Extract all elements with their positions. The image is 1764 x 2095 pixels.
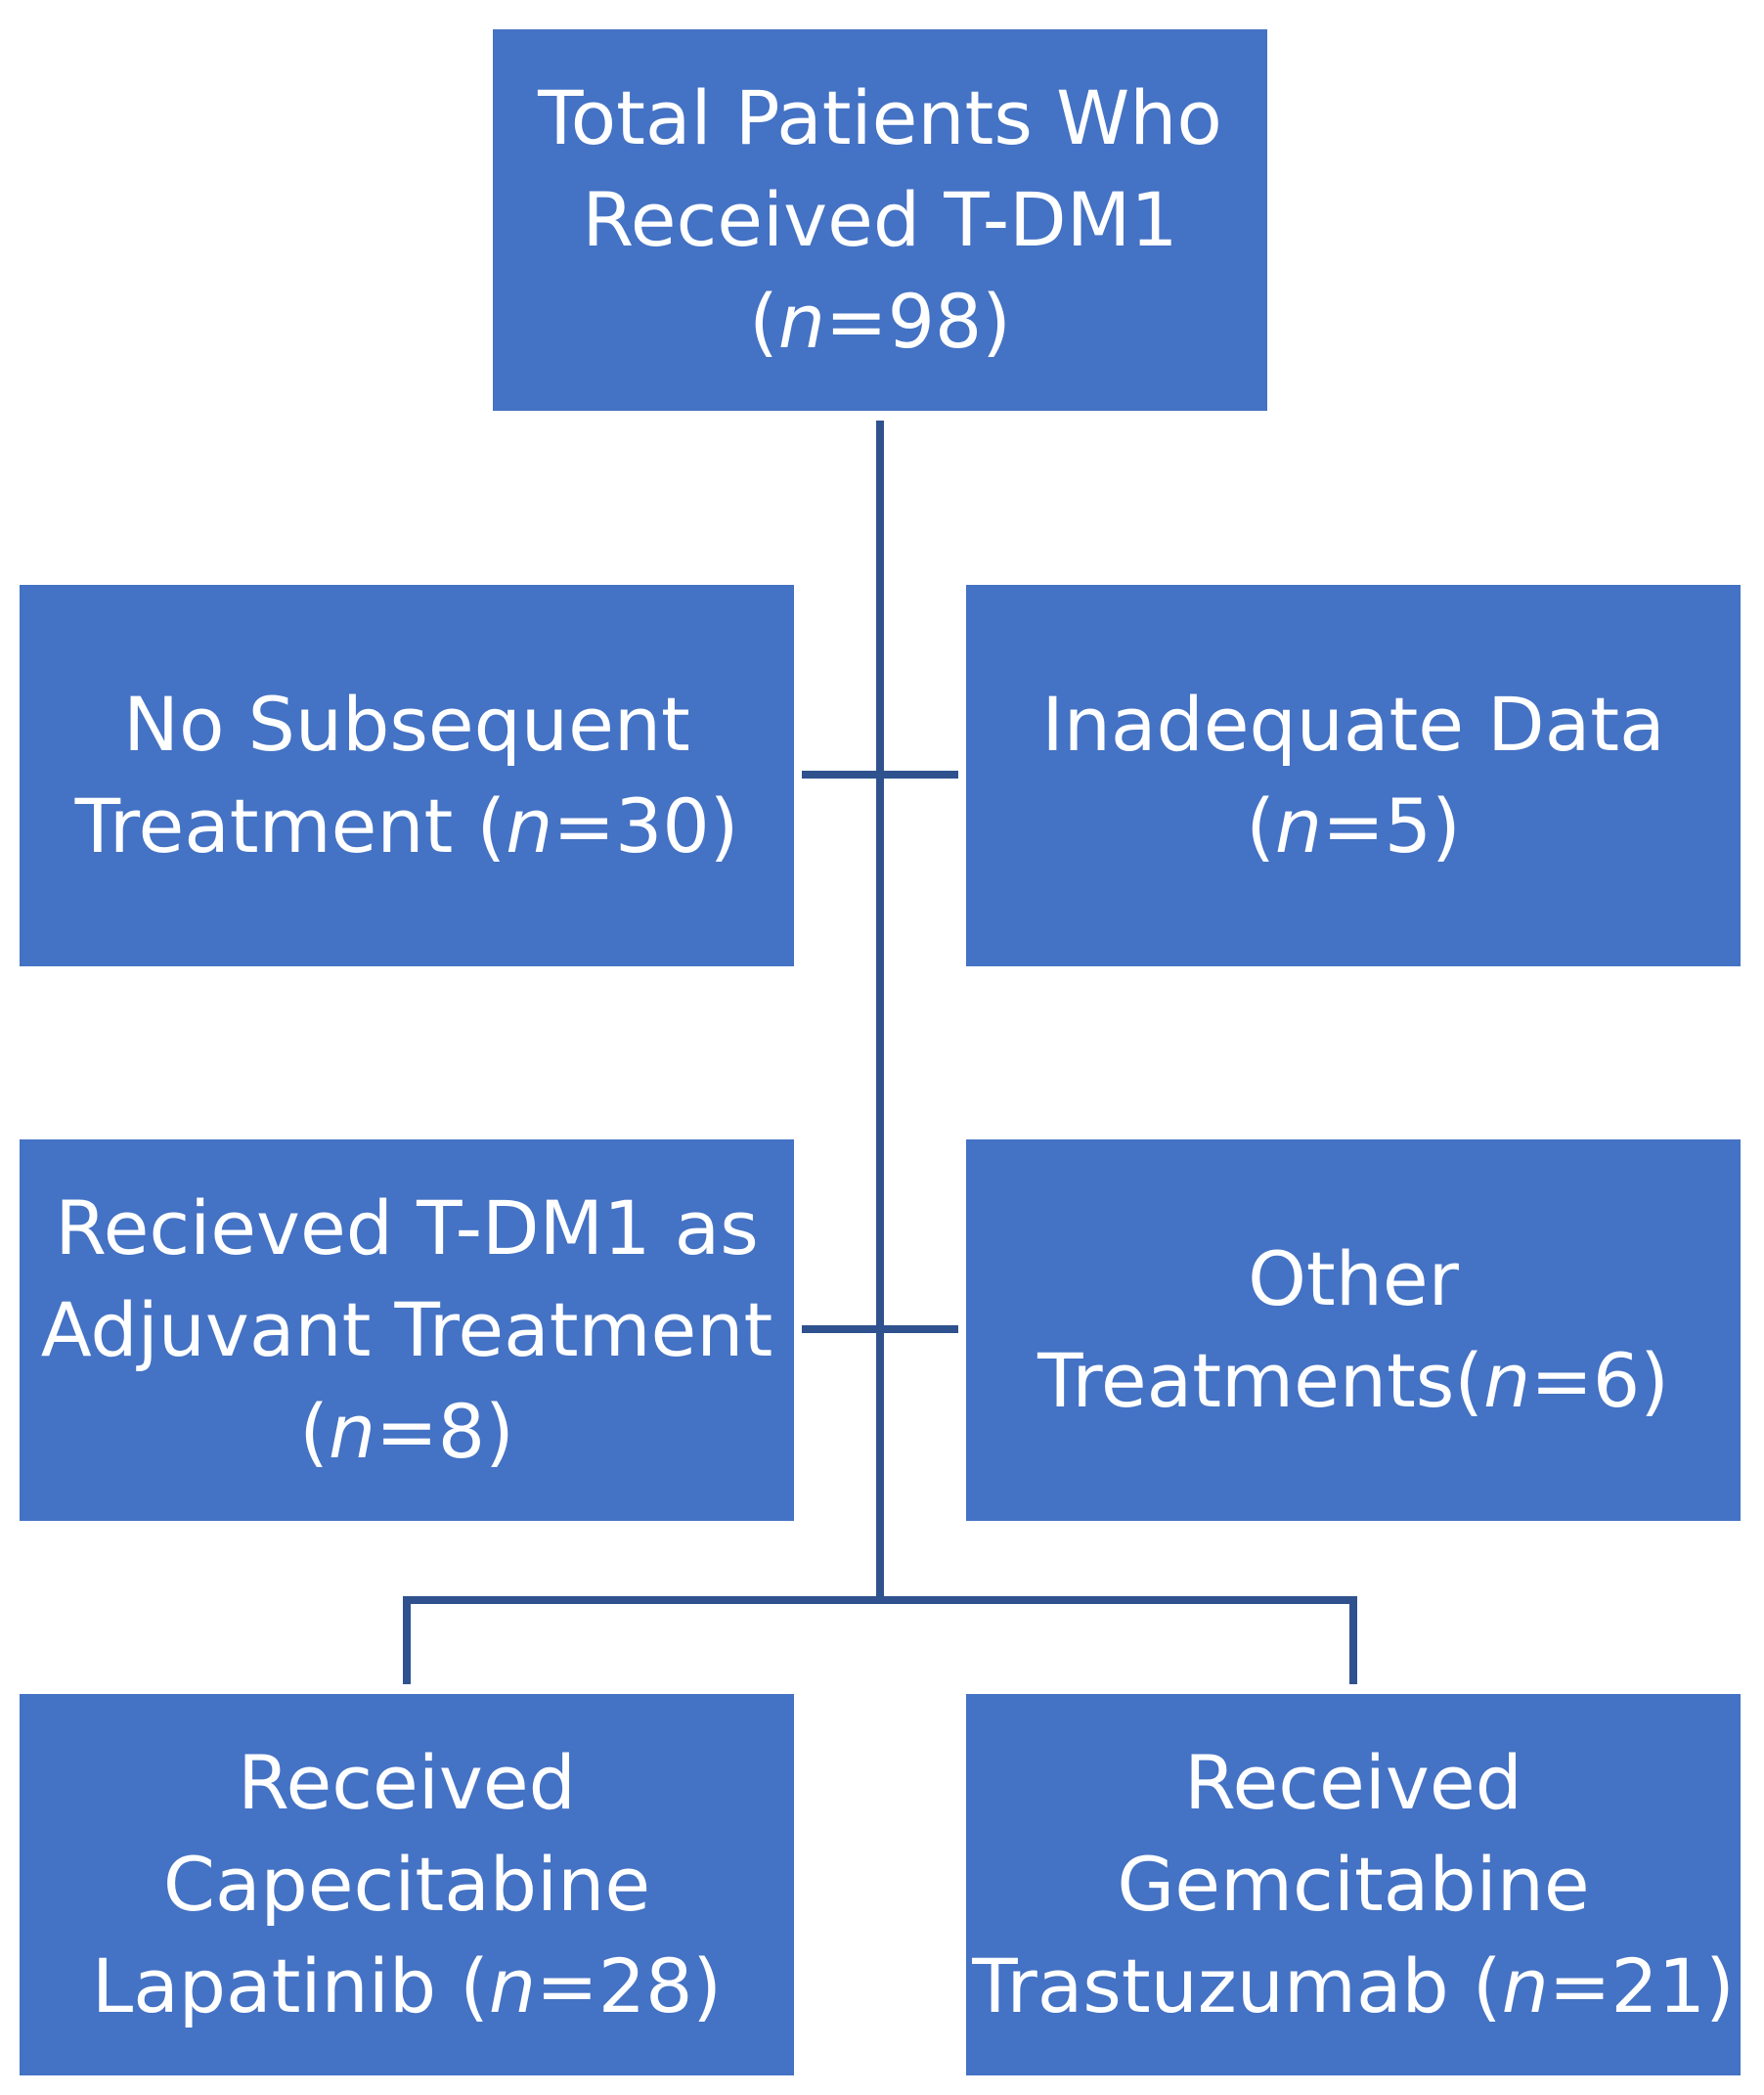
n-symbol: n xyxy=(777,278,825,365)
count-value: =30) xyxy=(552,782,739,869)
n-symbol: n xyxy=(488,1942,537,2029)
inadequate-data-box: Inadequate Data(n=5) xyxy=(966,585,1741,966)
count-value: =28) xyxy=(536,1942,723,2029)
count-prefix: ( xyxy=(749,278,778,365)
count-value: =5) xyxy=(1322,782,1461,869)
count-value: =21) xyxy=(1548,1942,1735,2029)
box-text-line: Trastuzumab (n=21) xyxy=(972,1936,1735,2037)
box-text-line: (n=98) xyxy=(749,271,1011,373)
box-text-line: Received xyxy=(238,1739,576,1826)
count-value: =6) xyxy=(1530,1337,1669,1424)
n-symbol: n xyxy=(506,782,553,869)
box-text-line: Treatments(n=6) xyxy=(1037,1330,1669,1432)
split-bracket xyxy=(403,1596,1357,1684)
count-prefix: Treatments( xyxy=(1037,1337,1484,1424)
n-symbol: n xyxy=(1501,1942,1549,2029)
count-value: =8) xyxy=(375,1388,514,1475)
box-text-line: No Subsequent xyxy=(123,681,690,768)
box-text-line: Adjuvant Treatment xyxy=(40,1286,773,1373)
box-text-line: Total Patients Who xyxy=(538,74,1222,161)
box-text-line: Treatment (n=30) xyxy=(75,776,739,877)
box-text-line: (n=5) xyxy=(1246,776,1461,877)
box-text-line: Inadequate Data xyxy=(1041,681,1665,768)
box-text-line: Capecitabine xyxy=(162,1841,651,1928)
box-text-line: Other xyxy=(1248,1235,1459,1322)
n-symbol: n xyxy=(1483,1337,1531,1424)
box-text-line: Received T-DM1 xyxy=(582,176,1178,263)
count-prefix: Treatment ( xyxy=(74,782,507,869)
count-prefix: ( xyxy=(1246,782,1275,869)
count-value: =98) xyxy=(824,278,1011,365)
count-prefix: Lapatinib ( xyxy=(91,1942,489,2029)
box-text-line: (n=8) xyxy=(299,1381,514,1483)
box-text-line: Recieved T-DM1 as xyxy=(55,1184,759,1271)
box-text-line: Received xyxy=(1184,1739,1522,1826)
n-symbol: n xyxy=(328,1388,376,1475)
box-text-line: Lapatinib (n=28) xyxy=(92,1936,722,2037)
count-prefix: Trastuzumab ( xyxy=(972,1942,1502,2029)
n-symbol: n xyxy=(1274,782,1323,869)
box-text-line: Gemcitabine xyxy=(1117,1841,1590,1928)
count-prefix: ( xyxy=(299,1388,329,1475)
